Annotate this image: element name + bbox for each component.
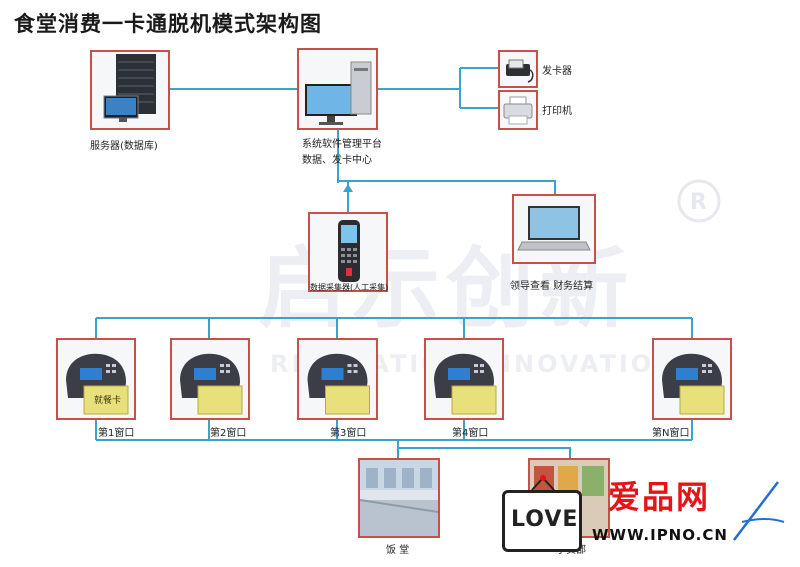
pos-terminal-icon bbox=[662, 353, 725, 415]
pos-terminal-icon bbox=[180, 353, 243, 415]
sign-hanger-icon bbox=[531, 475, 555, 491]
platform-label-line1: 系统软件管理平台 bbox=[302, 139, 382, 150]
pos-terminal-icon bbox=[434, 353, 497, 415]
printer-icon bbox=[503, 96, 533, 125]
brand-swoosh-icon bbox=[733, 481, 785, 541]
window-3-label: 第3窗口 bbox=[330, 428, 367, 439]
window-3-node bbox=[297, 338, 378, 420]
card-issuer-node bbox=[498, 50, 538, 88]
pos-terminal-icon bbox=[66, 353, 129, 415]
meal-card-text: 就餐卡 bbox=[94, 396, 122, 406]
server-rack-icon bbox=[103, 54, 156, 122]
window-4-label: 第4窗口 bbox=[452, 428, 489, 439]
window-1-node: 就餐卡 bbox=[56, 338, 136, 420]
server-label: 服务器(数据库) bbox=[90, 141, 158, 152]
printer-node bbox=[498, 90, 538, 130]
pos-terminal-icon bbox=[307, 353, 370, 415]
canteen-counter-photo bbox=[359, 460, 439, 536]
brand-name: 爱品网 bbox=[608, 478, 711, 516]
card-issuer-label: 发卡器 bbox=[542, 66, 572, 77]
server-node bbox=[90, 50, 170, 130]
laptop-node bbox=[512, 194, 596, 264]
desktop-computer-icon bbox=[305, 61, 372, 125]
canteen-node bbox=[358, 458, 440, 538]
data-collector-label: 数据采集器(人工采集) bbox=[310, 283, 389, 292]
window-n-node bbox=[652, 338, 732, 420]
love-text: LOVE bbox=[511, 507, 579, 532]
canteen-label: 饭 堂 bbox=[386, 545, 410, 556]
handheld-collector-icon bbox=[338, 220, 360, 282]
platform-node bbox=[297, 48, 378, 130]
registered-mark-icon: R bbox=[677, 179, 721, 223]
svg-text:R: R bbox=[690, 190, 707, 215]
brand-url: WWW.IPNO.CN bbox=[592, 526, 728, 544]
data-collector-node bbox=[308, 212, 388, 292]
printer-label: 打印机 bbox=[542, 106, 572, 117]
diagram-title: 食堂消费一卡通脱机模式架构图 bbox=[14, 12, 322, 36]
love-sign-logo: LOVE bbox=[502, 490, 582, 552]
platform-label-line2: 数据、发卡中心 bbox=[302, 155, 372, 166]
laptop-label: 领导查看 财务结算 bbox=[510, 281, 594, 292]
card-reader-icon bbox=[506, 59, 534, 83]
window-2-label: 第2窗口 bbox=[210, 428, 247, 439]
window-n-label: 第N窗口 bbox=[652, 428, 690, 439]
laptop-icon bbox=[517, 206, 591, 251]
window-4-node bbox=[424, 338, 504, 420]
window-1-label: 第1窗口 bbox=[98, 428, 135, 439]
window-2-node bbox=[170, 338, 250, 420]
